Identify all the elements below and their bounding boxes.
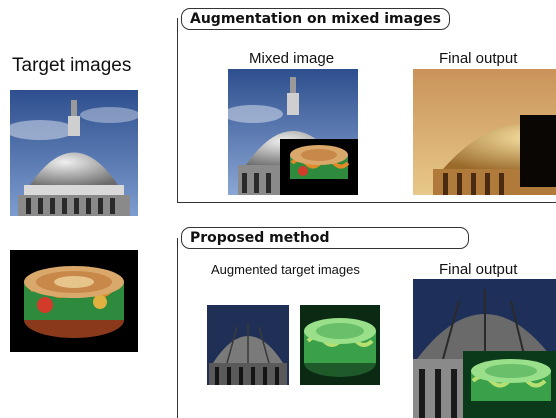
- final-output-top-image: [413, 69, 556, 195]
- target-dome-image: [10, 90, 138, 216]
- augmented-target-images-label: Augmented target images: [211, 262, 360, 277]
- proposed-method-panel-title: Proposed method: [181, 227, 469, 249]
- mixed-image: [228, 69, 358, 195]
- final-output-bottom-image: [413, 279, 556, 418]
- proposed-method-panel: [177, 238, 556, 418]
- augmented-dome-image: [207, 305, 289, 385]
- final-output-label-bottom: Final output: [439, 261, 518, 278]
- final-output-label-top: Final output: [439, 50, 518, 67]
- target-images-title: Target images: [12, 55, 132, 76]
- mixed-image-label: Mixed image: [249, 50, 335, 67]
- augmentation-panel: [177, 18, 556, 203]
- augmentation-panel-title: Augmentation on mixed images: [181, 8, 450, 30]
- target-drum-image: [10, 250, 138, 352]
- augmented-drum-image: [300, 305, 380, 385]
